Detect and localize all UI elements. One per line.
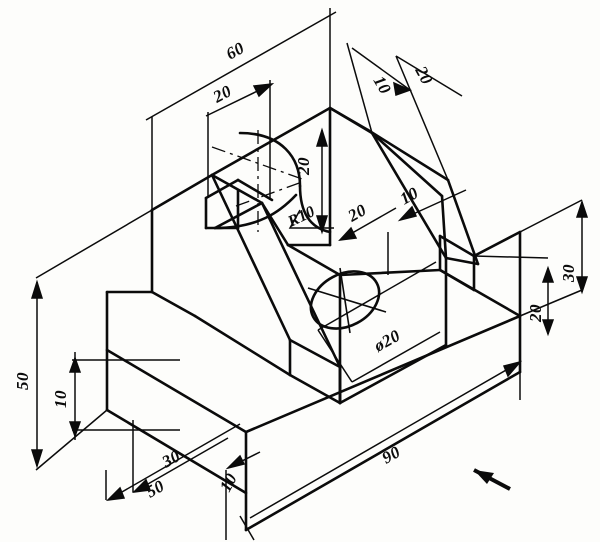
object-outline bbox=[105, 106, 522, 532]
ext-10rear-a bbox=[346, 42, 373, 134]
arrow-90 bbox=[502, 360, 523, 378]
ramp-left-edge bbox=[210, 173, 292, 342]
ext-30right-top bbox=[519, 199, 583, 233]
rib-slope-right bbox=[446, 178, 480, 266]
base-bottom-left-to-front bbox=[105, 408, 248, 495]
dim-label-90: 90 bbox=[379, 442, 404, 467]
arrow-50-bot bbox=[30, 449, 44, 469]
rib-bottom-edge bbox=[444, 256, 480, 266]
hole-feature bbox=[309, 270, 381, 330]
ext-20rear-a bbox=[395, 55, 449, 181]
base-top-front-left bbox=[105, 348, 248, 434]
dim-label-20-depth: 20 bbox=[294, 157, 313, 176]
dimline-30notch bbox=[133, 437, 229, 493]
dim-label-60: 60 bbox=[223, 38, 248, 63]
ext-30right-bot bbox=[519, 289, 583, 317]
hole-centerline-h bbox=[307, 287, 387, 313]
dim-label-r10: R10 bbox=[284, 203, 318, 231]
dim-label-50-left: 50 bbox=[13, 372, 32, 390]
dimline-90 bbox=[249, 361, 521, 519]
dimline-dia20 bbox=[317, 261, 437, 331]
arrow-20mid bbox=[338, 226, 358, 241]
plateau-step-d bbox=[236, 178, 274, 202]
upper-left-top-edge bbox=[150, 173, 214, 212]
hole-centerline-v bbox=[339, 267, 351, 334]
arrow-10left-bot bbox=[68, 421, 82, 439]
ramp-bottom-edge bbox=[288, 338, 342, 369]
pocket-near-edge bbox=[338, 343, 448, 405]
arrow-50base bbox=[105, 486, 126, 502]
rib-upper-plane-a bbox=[370, 131, 444, 198]
dim-label-20-right: 20 bbox=[526, 304, 545, 323]
ext-50-bot bbox=[35, 409, 108, 471]
slot-floor-right bbox=[260, 201, 290, 247]
dim-label-10-left: 10 bbox=[51, 390, 70, 408]
slot-arc-upper bbox=[238, 131, 302, 188]
leader-r10 bbox=[288, 209, 334, 229]
arrow-10left-top bbox=[68, 355, 82, 373]
base-bottom-front-right bbox=[244, 370, 522, 532]
arrow-10base bbox=[225, 454, 246, 470]
upper-block-left-face bbox=[193, 314, 292, 377]
arrow-20right-bot bbox=[541, 319, 555, 337]
dimline-10rear bbox=[351, 47, 411, 91]
arrow-30notch bbox=[131, 478, 152, 494]
plateau-rear-top bbox=[210, 106, 332, 177]
dimline-60 bbox=[145, 11, 337, 121]
arrow-20right-top bbox=[541, 265, 555, 283]
view-direction-arrow bbox=[473, 468, 511, 491]
arrow-20top bbox=[252, 83, 275, 98]
arrow-30right-top bbox=[575, 199, 589, 218]
slot-floor-left bbox=[213, 201, 264, 230]
dimline-50base bbox=[107, 423, 241, 501]
slot-centerline-cross bbox=[235, 181, 303, 207]
dim-label-10-base: 10 bbox=[216, 470, 241, 495]
dim-label-20-rear: 20 bbox=[411, 62, 437, 88]
dim-label-dia-20: ø20 bbox=[370, 326, 404, 356]
ramp-right-edge bbox=[260, 201, 342, 369]
arrow-10mid bbox=[397, 205, 418, 222]
ext-90-left bbox=[239, 515, 255, 541]
upper-left-front-diagonal bbox=[150, 290, 197, 318]
slot-centerlines bbox=[211, 130, 306, 232]
arrow-20depth-bot bbox=[315, 215, 329, 235]
notch-upper-right bbox=[472, 230, 522, 258]
arrow-10rear bbox=[393, 81, 413, 97]
arrow-50-top bbox=[30, 279, 44, 299]
pocket-floor-right bbox=[338, 268, 442, 277]
fillet-r10-curve bbox=[298, 184, 332, 234]
slot-centerline-axis bbox=[211, 146, 306, 181]
notch-top-left bbox=[438, 234, 476, 258]
base-top-front-right bbox=[244, 314, 522, 434]
hole-ellipse bbox=[309, 270, 381, 330]
rib-top-left-edge bbox=[328, 106, 374, 135]
arrow-20depth-top bbox=[315, 127, 329, 147]
dimline-dia20-ext bbox=[351, 331, 441, 383]
dim-label-30-right: 30 bbox=[559, 264, 578, 283]
plateau-step-a bbox=[204, 178, 240, 200]
dim-label-20-mid: 20 bbox=[344, 200, 370, 226]
rib-inner-fall bbox=[440, 194, 448, 260]
plateau-front-left bbox=[210, 173, 264, 205]
arrow-30right-bot bbox=[575, 276, 589, 295]
hole-centerlines bbox=[307, 267, 387, 334]
dim-label-10-mid: 10 bbox=[397, 183, 422, 208]
pocket-floor-front bbox=[286, 243, 342, 277]
rib-upper-plane-b bbox=[366, 128, 450, 182]
ext-20right-top bbox=[473, 255, 549, 259]
dimension-lines bbox=[30, 8, 589, 541]
ext-50-top bbox=[35, 209, 153, 279]
ramp-bottom-front bbox=[288, 373, 342, 405]
dimline-20rear bbox=[395, 55, 463, 97]
slot-arc-lower bbox=[213, 193, 298, 230]
ext-dia20 bbox=[317, 329, 353, 383]
rib-slope-left bbox=[370, 131, 448, 260]
dim-label-30-notch: 30 bbox=[158, 446, 184, 472]
